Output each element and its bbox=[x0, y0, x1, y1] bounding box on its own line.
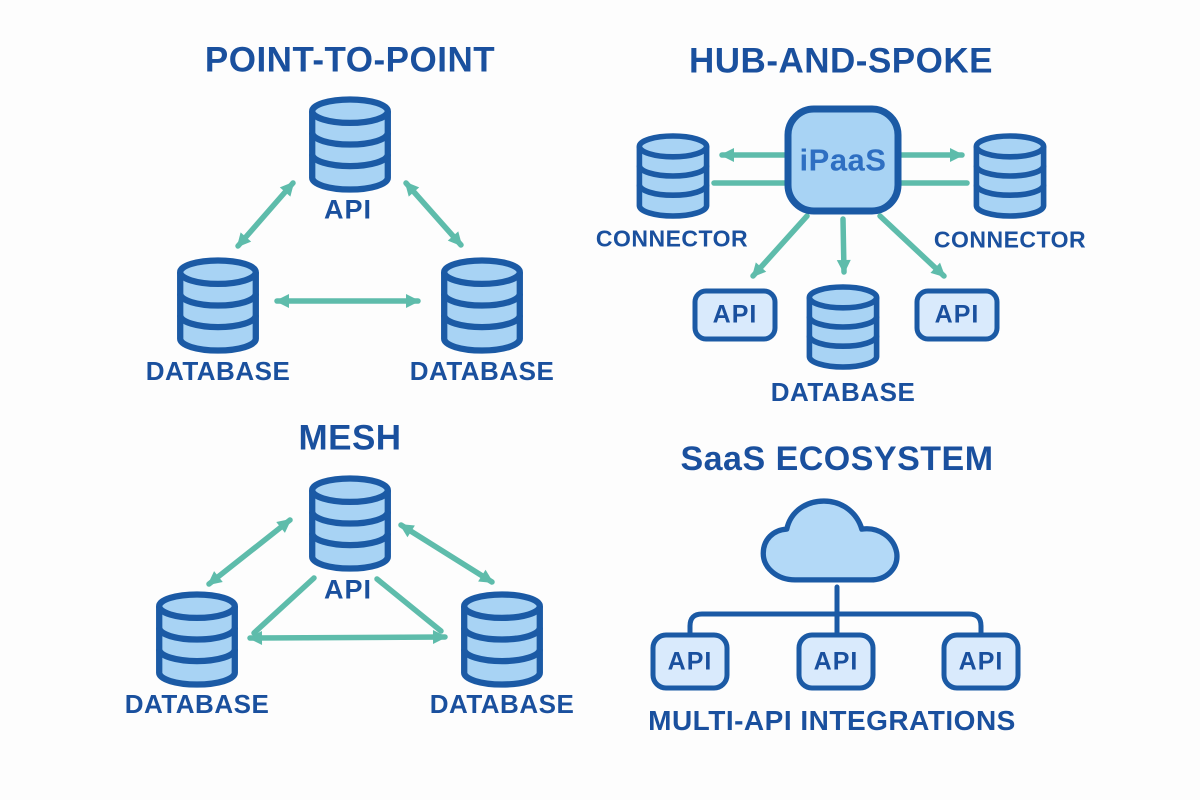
mesh-arrow-left-diagonal bbox=[206, 517, 293, 587]
p2p-database-right-label: DATABASE bbox=[409, 356, 555, 386]
mesh-api-label: API bbox=[323, 574, 373, 605]
saas-api-box-1 bbox=[650, 632, 730, 691]
hub-connector-left-label: CONNECTOR bbox=[595, 225, 749, 252]
hub-api-right-box bbox=[914, 288, 1000, 342]
saas-cloud-icon bbox=[763, 501, 897, 580]
hub-api-left-label: API bbox=[712, 300, 758, 329]
ipaas-hub-label: iPaaS bbox=[799, 142, 887, 178]
saas-api-label-1: API bbox=[667, 647, 713, 676]
hub-arrow-to-left-api bbox=[750, 213, 810, 279]
hub-title: HUB-AND-SPOKE bbox=[689, 41, 993, 81]
p2p-title: POINT-TO-POINT bbox=[204, 40, 496, 80]
saas-api-label-3: API bbox=[958, 647, 1004, 676]
mesh-arrow-right-diagonal bbox=[398, 522, 495, 585]
p2p-arrow-right-diagonal bbox=[403, 180, 464, 248]
hub-database-label: DATABASE bbox=[770, 377, 916, 407]
saas-ecosystem-section bbox=[650, 501, 1021, 691]
mesh-database-left-label: DATABASE bbox=[124, 689, 270, 719]
hub-api-right-label: API bbox=[934, 300, 980, 329]
hub-connector-left-icon bbox=[639, 136, 706, 216]
mesh-database-right-label: DATABASE bbox=[429, 689, 575, 719]
mesh-arrow-horizontal bbox=[247, 630, 448, 645]
hub-connector-right-label: CONNECTOR bbox=[933, 226, 1087, 253]
hub-database-icon bbox=[809, 287, 876, 367]
p2p-api-database-icon bbox=[312, 100, 388, 190]
saas-title: SaaS ECOSYSTEM bbox=[680, 440, 994, 478]
hub-api-left-box bbox=[692, 288, 778, 342]
saas-caption: MULTI-API INTEGRATIONS bbox=[648, 705, 1016, 736]
hub-arrow-to-database bbox=[836, 216, 851, 275]
mesh-database-right-icon bbox=[464, 595, 540, 685]
hub-connector-right-icon bbox=[976, 136, 1043, 216]
mesh-line-api-to-left bbox=[251, 575, 317, 636]
mesh-database-left-icon bbox=[159, 595, 235, 685]
p2p-database-left-label: DATABASE bbox=[145, 356, 291, 386]
p2p-database-left-icon bbox=[180, 261, 256, 351]
ipaas-hub-shape bbox=[784, 105, 902, 215]
mesh-title: MESH bbox=[298, 418, 402, 458]
saas-branch-bracket bbox=[687, 611, 984, 639]
saas-api-label-2: API bbox=[813, 647, 859, 676]
mesh-api-database-icon bbox=[312, 479, 388, 569]
mesh-section bbox=[159, 479, 540, 685]
point-to-point-section bbox=[180, 100, 520, 351]
p2p-database-right-icon bbox=[444, 261, 520, 351]
saas-api-box-2 bbox=[796, 632, 876, 691]
hub-arrow-to-right-api bbox=[877, 213, 947, 279]
hub-and-spoke-section bbox=[639, 105, 1043, 367]
saas-api-box-3 bbox=[941, 632, 1021, 691]
p2p-api-label: API bbox=[323, 194, 373, 225]
mesh-line-api-to-right bbox=[374, 576, 444, 634]
p2p-arrow-left-diagonal bbox=[235, 180, 296, 249]
